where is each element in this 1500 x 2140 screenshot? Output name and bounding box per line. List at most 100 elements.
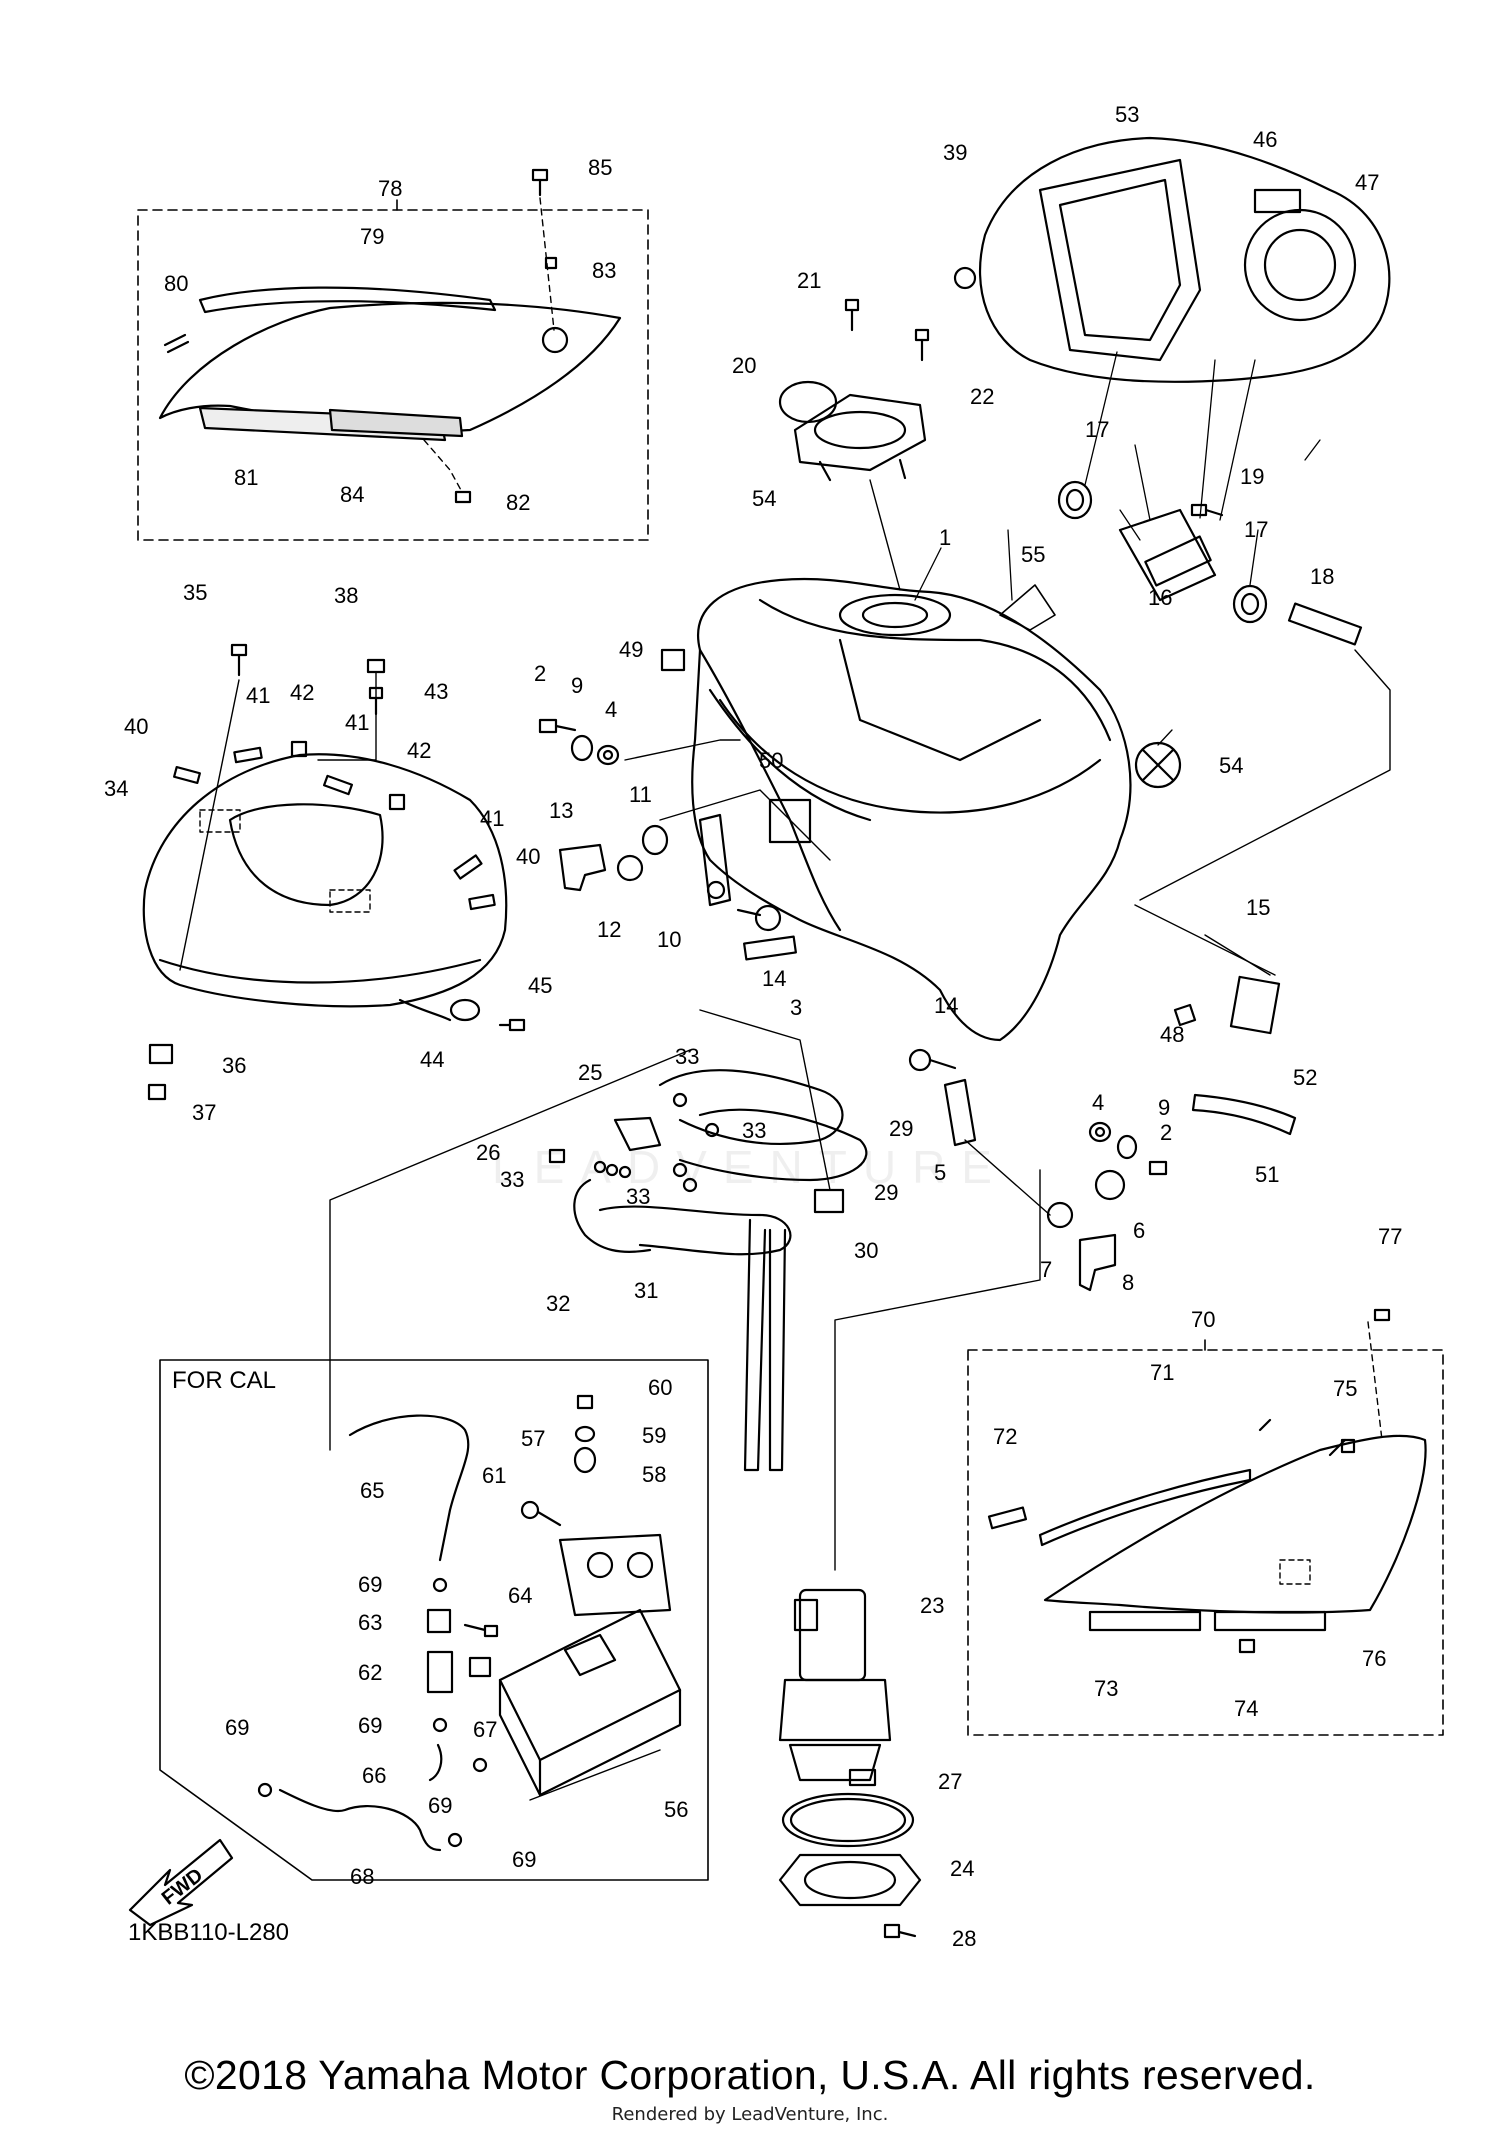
callout-61: 61 bbox=[482, 1463, 506, 1488]
callout-33d: 33 bbox=[626, 1184, 650, 1209]
side-cover-71 bbox=[1038, 1418, 1427, 1614]
callout-80: 80 bbox=[164, 271, 188, 296]
callout-33b: 33 bbox=[742, 1118, 766, 1143]
cap-emblem-54 bbox=[1134, 741, 1182, 789]
callout-10: 10 bbox=[657, 927, 681, 952]
clips-33 bbox=[593, 1092, 720, 1193]
callout-29a: 29 bbox=[889, 1116, 913, 1141]
nut-42b bbox=[388, 793, 406, 811]
callout-71: 71 bbox=[1150, 1360, 1174, 1385]
nut-75 bbox=[1340, 1438, 1356, 1454]
collar-37 bbox=[147, 1083, 167, 1101]
for-cal-label: FOR CAL bbox=[172, 1367, 276, 1394]
fuel-pump-23 bbox=[778, 1588, 892, 1787]
bracket-13 bbox=[558, 843, 607, 892]
damper-9a bbox=[570, 734, 594, 762]
bolt-45 bbox=[498, 1018, 526, 1032]
callout-25: 25 bbox=[578, 1060, 602, 1085]
callout-11: 11 bbox=[629, 782, 652, 807]
damper-9b bbox=[1116, 1134, 1138, 1160]
bolt-60 bbox=[576, 1394, 594, 1410]
callout-17a: 17 bbox=[1085, 417, 1109, 442]
fuel-tank-1 bbox=[691, 577, 1132, 1042]
callout-40b: 40 bbox=[516, 844, 540, 869]
side-cover-79 bbox=[158, 286, 622, 442]
collar-67 bbox=[468, 1656, 492, 1678]
washer-4b bbox=[1088, 1121, 1112, 1143]
callout-85: 85 bbox=[588, 155, 612, 180]
callout-69e: 69 bbox=[512, 1847, 536, 1872]
callout-30: 30 bbox=[854, 1238, 878, 1263]
damper-3 bbox=[743, 935, 797, 961]
clamp-63 bbox=[426, 1608, 452, 1634]
tank-inner-cover bbox=[953, 136, 1391, 383]
bolt-28 bbox=[883, 1923, 917, 1939]
callout-16: 16 bbox=[1148, 585, 1172, 610]
drain-pipe bbox=[743, 1218, 767, 1472]
callout-54b: 54 bbox=[1219, 753, 1243, 778]
collar-6 bbox=[1094, 1169, 1126, 1201]
valve-62 bbox=[426, 1650, 454, 1694]
hose-66 bbox=[428, 1743, 443, 1782]
callout-34: 34 bbox=[104, 776, 128, 801]
callout-65: 65 bbox=[360, 1478, 384, 1503]
callout-29b: 29 bbox=[874, 1180, 898, 1205]
bolt-61 bbox=[520, 1500, 562, 1527]
pad-76 bbox=[1213, 1610, 1327, 1632]
callout-68: 68 bbox=[350, 1864, 374, 1889]
screw-82 bbox=[454, 490, 472, 504]
copyright-text: ©2018 Yamaha Motor Corporation, U.S.A. A… bbox=[184, 2052, 1316, 2098]
callout-9a: 9 bbox=[571, 673, 583, 698]
callout-3: 3 bbox=[790, 995, 802, 1020]
grommet-17a bbox=[1057, 480, 1093, 520]
bolt-15 bbox=[1204, 934, 1271, 976]
callout-41a: 41 bbox=[246, 683, 270, 708]
callout-67: 67 bbox=[473, 1717, 497, 1742]
callout-18: 18 bbox=[1310, 564, 1334, 589]
callout-32: 32 bbox=[546, 1291, 570, 1316]
grommet-7 bbox=[1046, 1201, 1074, 1229]
hose-31 bbox=[598, 1205, 792, 1256]
callout-24: 24 bbox=[950, 1856, 974, 1881]
callout-69d: 69 bbox=[428, 1793, 452, 1818]
callout-41b: 41 bbox=[345, 710, 369, 735]
callout-5: 5 bbox=[934, 1160, 946, 1185]
callout-22: 22 bbox=[970, 384, 994, 409]
callout-7: 7 bbox=[1040, 1257, 1052, 1282]
pad-55 bbox=[999, 584, 1056, 631]
callout-4b: 4 bbox=[1092, 1090, 1104, 1115]
callout-55: 55 bbox=[1021, 542, 1045, 567]
gasket-27 bbox=[781, 1792, 915, 1848]
bolt-14b bbox=[908, 1048, 957, 1072]
tape-51 bbox=[1191, 1093, 1297, 1136]
callout-31: 31 bbox=[634, 1278, 658, 1303]
canister-56 bbox=[498, 1608, 682, 1797]
callout-14b: 14 bbox=[934, 993, 958, 1018]
callout-14a: 14 bbox=[762, 966, 786, 991]
bolt-19 bbox=[1190, 503, 1224, 517]
callout-46: 46 bbox=[1253, 127, 1277, 152]
callout-74: 74 bbox=[1234, 1696, 1258, 1721]
callout-9b: 9 bbox=[1158, 1095, 1170, 1120]
callout-51: 51 bbox=[1255, 1162, 1279, 1187]
kit-box-70 bbox=[967, 1349, 1444, 1736]
callout-58: 58 bbox=[642, 1462, 666, 1487]
tank-top-cover-34 bbox=[142, 753, 508, 1022]
diagram-code: 1KBB110-L280 bbox=[128, 1919, 289, 1946]
callout-6: 6 bbox=[1133, 1218, 1145, 1243]
callout-37: 37 bbox=[192, 1100, 216, 1125]
callout-70: 70 bbox=[1191, 1307, 1215, 1332]
callout-54a: 54 bbox=[752, 486, 776, 511]
callout-13: 13 bbox=[549, 798, 573, 823]
bracket-57 bbox=[558, 1533, 672, 1617]
callout-4a: 4 bbox=[605, 697, 617, 722]
callout-35: 35 bbox=[183, 580, 207, 605]
bolt-26 bbox=[548, 1148, 566, 1164]
callout-82: 82 bbox=[506, 490, 530, 515]
watermark: LEADVENTURE bbox=[492, 1141, 1008, 1193]
callout-75: 75 bbox=[1333, 1376, 1357, 1401]
kit-box-78 bbox=[137, 209, 649, 541]
callout-43: 43 bbox=[424, 679, 448, 704]
washer-59 bbox=[574, 1425, 596, 1443]
